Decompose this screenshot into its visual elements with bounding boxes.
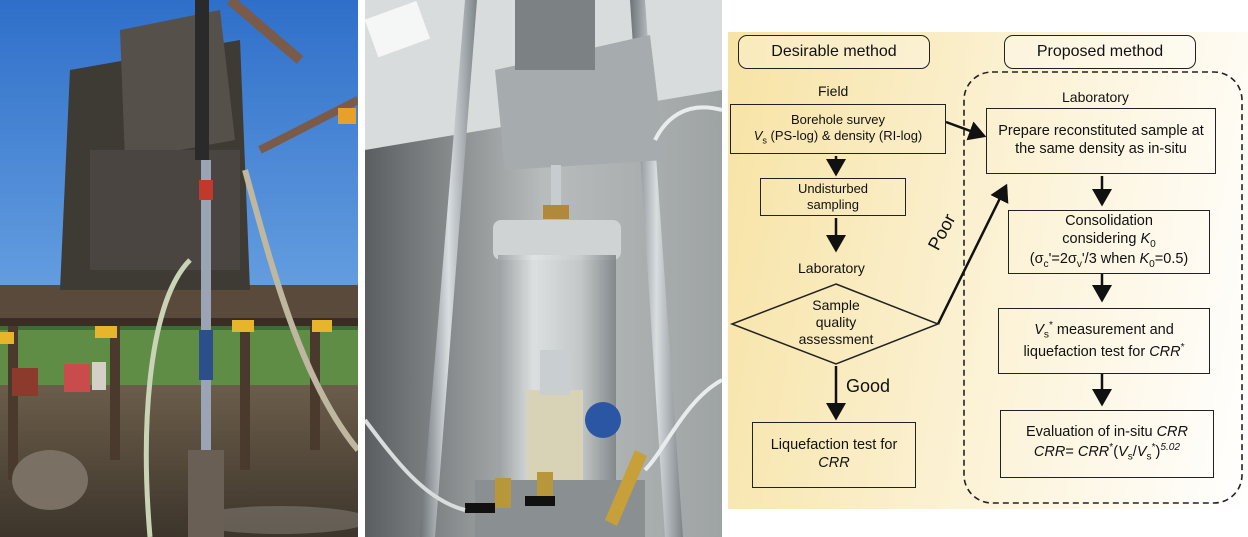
drilling-rig-photo: [0, 0, 358, 537]
undisturbed-line2: sampling: [806, 197, 860, 212]
proposed-method-header: Proposed method: [1004, 35, 1196, 69]
vs-measurement-box: Vs* measurement and liquefaction test fo…: [998, 308, 1210, 374]
liq-test-line1: Liquefaction test for: [770, 437, 898, 454]
evaluation-box: Evaluation of in-situ CRR CRR= CRR*(Vs/V…: [1000, 410, 1214, 478]
desirable-method-header: Desirable method: [738, 35, 930, 69]
borehole-survey-box: Borehole survey Vs (PS-log) & density (R…: [730, 104, 946, 154]
evaluation-line1: Evaluation of in-situ CRR: [1026, 424, 1188, 441]
good-label: Good: [846, 376, 891, 396]
laboratory-label-left: Laboratory: [798, 260, 865, 276]
liquefaction-test-box: Liquefaction test for CRR: [752, 422, 916, 488]
prepare-line2: the same density as in-situ: [1015, 141, 1187, 157]
vs-line1: Vs* measurement and: [1034, 320, 1174, 341]
proposed-method-region: [963, 71, 1243, 504]
consolidation-line3: (σc'=2σv'/3 when K0=0.5): [1029, 250, 1189, 270]
vs-line2: liquefaction test for CRR*: [1023, 342, 1185, 361]
quality-line1: Sample: [812, 297, 860, 313]
consolidation-line1: Consolidation: [1065, 212, 1153, 229]
arrow-poor: [936, 183, 1009, 325]
borehole-line2: Vs (PS-log) & density (RI-log): [753, 127, 923, 146]
evaluation-line2: CRR= CRR*(Vs/Vs*)5.02: [1033, 441, 1181, 463]
arrow-borehole-to-prepare: [945, 120, 987, 141]
undisturbed-line1: Undisturbed: [797, 181, 869, 197]
borehole-line1: Borehole survey: [791, 111, 885, 127]
method-flowchart: Desirable method Proposed method Field B…: [728, 32, 1248, 509]
consolidation-box: Consolidation considering K0 (σc'=2σv'/3…: [1008, 210, 1210, 274]
consolidation-line2: considering K0: [1062, 230, 1156, 250]
field-label: Field: [818, 83, 849, 99]
laboratory-label-right: Laboratory: [1062, 89, 1129, 105]
quality-assessment-text: Sample quality assessment: [768, 297, 904, 347]
prepare-sample-box: Prepare reconstituted sample at the same…: [986, 108, 1216, 174]
prepare-line1: Prepare reconstituted sample at: [998, 123, 1204, 140]
triaxial-apparatus-photo: [365, 0, 722, 537]
quality-diamond: [729, 283, 941, 365]
undisturbed-sampling-box: Undisturbed sampling: [760, 178, 906, 216]
quality-line2: quality: [815, 313, 857, 330]
liq-test-line2: CRR: [818, 455, 850, 471]
flow-arrows: [729, 71, 1243, 504]
quality-line3: assessment: [798, 330, 874, 347]
